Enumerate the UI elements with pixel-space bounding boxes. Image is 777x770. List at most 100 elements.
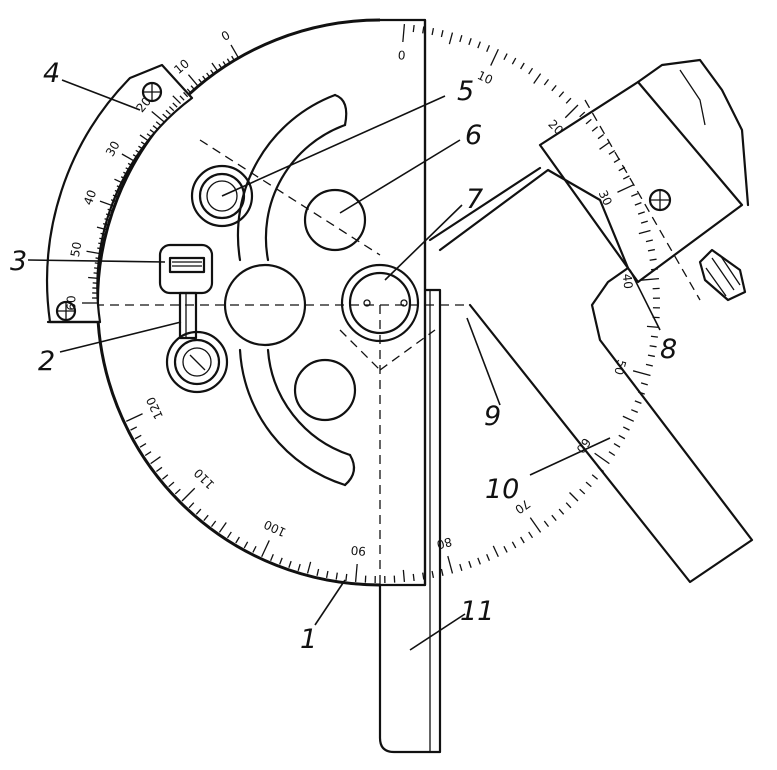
vernier-scale-tick (127, 162, 134, 167)
vernier-scale-tick (125, 167, 132, 172)
main-scale-tick (203, 514, 209, 522)
main-scale-tick (597, 133, 605, 140)
callout-4: 4 (43, 58, 60, 89)
main-scale-tick (591, 126, 599, 132)
main-scale-tick (558, 91, 565, 98)
vernier-scale-label: 10 (171, 56, 192, 77)
main-scale-tick (288, 560, 292, 568)
main-scale-tick (585, 118, 592, 125)
vernier-scale-tick (120, 176, 127, 180)
main-scale-tick (647, 354, 655, 358)
main-scale-tick (650, 335, 658, 338)
main-scale-tick (634, 400, 642, 404)
vernier-scale-tick (218, 63, 223, 70)
main-scale-tick (412, 573, 415, 581)
main-scale-tick (634, 202, 642, 206)
callout-10: 10 (485, 474, 519, 505)
main-scale-tick (422, 572, 425, 580)
main-scale-label: 20 (545, 117, 566, 138)
main-scale-tick (529, 517, 542, 533)
main-scale-tick (412, 25, 415, 33)
vernier-scale-tick (99, 200, 116, 208)
main-scale-tick (533, 73, 542, 84)
vernier-scale-label: 0 (219, 28, 233, 44)
main-scale-tick (543, 78, 550, 86)
pivot-7 (340, 263, 420, 343)
main-scale-tick (486, 45, 491, 52)
callout-6: 6 (465, 120, 482, 151)
vernier-scale-tick (186, 88, 192, 94)
vernier-scale-tick (96, 226, 108, 231)
vernier-scale-tick (149, 129, 156, 134)
main-scale-label: 10 (475, 68, 495, 87)
callout-9: 9 (484, 401, 501, 432)
main-scale-tick (297, 563, 301, 571)
main-scale-tick (345, 573, 348, 581)
vernier-scale-tick (179, 95, 185, 101)
main-scale-label: 30 (596, 188, 615, 208)
main-scale-tick (649, 345, 657, 348)
main-scale-tick (168, 481, 175, 488)
main-scale-tick (565, 502, 572, 509)
main-scale-tick (645, 363, 653, 367)
callout-2: 2 (38, 346, 55, 377)
callout-5: 5 (457, 76, 474, 107)
main-scale-tick (181, 487, 196, 502)
hole-lower (293, 358, 357, 422)
main-scale-tick (188, 502, 195, 509)
main-scale-tick (448, 32, 454, 45)
main-scale-tick (640, 277, 659, 281)
vernier-scale-tick (114, 178, 125, 185)
vernier-scale-tick (116, 185, 123, 189)
main-scale-tick (269, 554, 274, 561)
vernier-scale-tick (155, 121, 162, 127)
vernier-scale-tick (94, 262, 101, 265)
main-scale-tick (608, 149, 616, 155)
knurled-screw-icon (698, 248, 747, 302)
vernier-scale-tick (132, 154, 139, 159)
main-scale-tick (551, 84, 557, 92)
main-scale-tick (503, 53, 508, 61)
callout-lines (27, 79, 661, 651)
main-scale-tick (638, 229, 651, 235)
main-scale-tick (597, 466, 605, 473)
main-scale-tick (195, 508, 202, 515)
main-scale-tick (613, 158, 621, 163)
main-scale-tick (447, 555, 454, 574)
main-scale-label: 40 (620, 273, 635, 289)
main-scale-tick (618, 434, 626, 440)
main-scale-tick (492, 545, 499, 558)
main-scale-tick (622, 426, 630, 431)
vernier-scale-label: 50 (68, 241, 84, 258)
main-scale-tick (477, 557, 481, 565)
lock-screw-5 (190, 164, 254, 228)
vernier-scale-tick (86, 250, 103, 255)
vernier-scale-tick (168, 106, 175, 112)
main-scale-tick (486, 554, 491, 561)
main-scale-tick (125, 413, 143, 422)
vernier-scale-tick (172, 102, 178, 108)
main-scale-tick (218, 522, 227, 533)
main-scale-tick (139, 443, 147, 448)
main-scale-tick (422, 26, 425, 34)
vernier-scale-tick (211, 62, 219, 73)
arm-10 (428, 166, 754, 584)
vernier-scale-tick (121, 153, 137, 163)
callout-3: 3 (10, 246, 27, 277)
main-scale-tick (650, 268, 658, 271)
vernier-scale-label: 30 (103, 139, 123, 159)
main-scale-tick (144, 451, 152, 457)
vernier-scale-tick (198, 78, 204, 85)
screw-2 (165, 330, 229, 394)
vernier-scale-tick (226, 58, 232, 65)
clamp-3 (158, 243, 214, 340)
main-scale-tick (585, 481, 592, 488)
vernier-scale-tick (98, 242, 105, 246)
vernier-scale-tick (94, 267, 101, 270)
vernier-scale-tick (172, 95, 182, 105)
vernier-scale-tick (165, 109, 171, 115)
slider-head-8 (538, 58, 750, 302)
main-scale-tick (235, 536, 240, 544)
